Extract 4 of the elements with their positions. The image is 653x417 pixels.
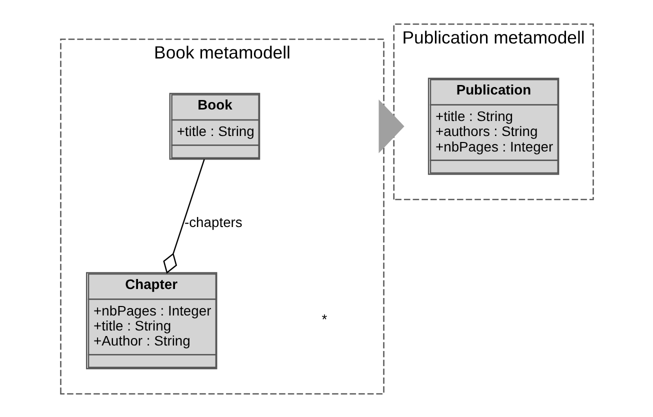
connector	[162, 158, 204, 274]
arrow	[378, 98, 404, 153]
edge-label: -chapters	[184, 214, 242, 230]
label: *	[321, 310, 327, 327]
